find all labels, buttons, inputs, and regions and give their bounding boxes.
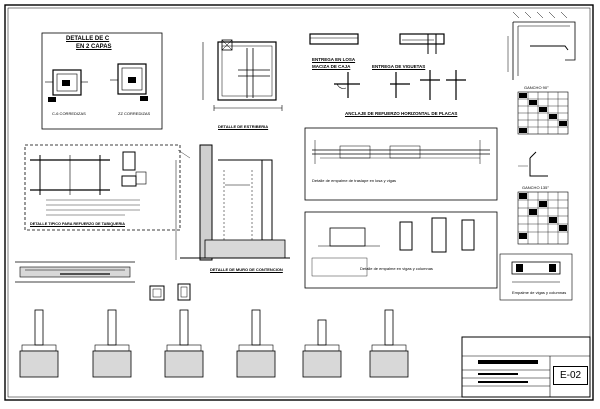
corrida-label: ZZ CORREDIZAS <box>118 111 151 116</box>
empalme-vigas-label: Detalle de empalme en vigas y columnas <box>360 266 433 271</box>
footing-1 <box>19 309 59 378</box>
beam-anchor-detail <box>507 11 576 80</box>
losa-hatched-section <box>15 261 135 283</box>
entrega-details <box>309 33 466 100</box>
empalme-losa-box <box>304 127 498 201</box>
muro-contencion-detail <box>175 144 290 261</box>
muro-contencion-label: DETALLE DE MURO DE CONTENCION <box>210 267 283 272</box>
column-section-small <box>149 283 191 301</box>
sheet-border <box>4 4 594 401</box>
sheet-code: E-02 <box>553 366 588 385</box>
tabiqueria-label: DETALLE TIPICO PARA REFUERZO DE TABIQUER… <box>30 222 125 226</box>
detalle-c-subtitle: EN 2 CAPAS <box>76 44 112 50</box>
zapata-plan-detail <box>202 39 283 111</box>
esquina-label: C-6 CORREDIZAS <box>52 111 86 116</box>
detalle-c-detail <box>41 32 163 130</box>
zapata-label: DETALLE DE ESTRIBERIA <box>218 124 269 129</box>
anclaje-label: ANCLAJE DE REFUERZO HORIZONTAL DE PLACAS <box>345 111 458 116</box>
entrega-losa-label-1: ENTREGA EN LOSA <box>312 57 356 62</box>
empalme-columnas-label: Empalme de vigas y columnas <box>512 290 567 295</box>
entrega-vigueta-label: ENTREGA DE VIGUETAS <box>372 64 426 69</box>
entrega-losa-label-2: MACIZA DE CAJA <box>312 64 351 69</box>
tabiqueria-detail <box>24 144 181 231</box>
empalme-vigas-box <box>304 211 498 289</box>
title-block <box>461 336 591 398</box>
empalme-losa-label: Detalle de empalme de traslape en losa y… <box>312 178 397 183</box>
footing-4 <box>236 309 276 378</box>
gancho-135-table <box>517 191 569 245</box>
footing-5 <box>302 319 342 378</box>
footing-2 <box>92 309 132 378</box>
empalme-columnas-box <box>499 253 573 301</box>
gancho-90-label: GANCHO 90° <box>524 85 549 90</box>
gancho-90-table <box>517 91 569 135</box>
gancho-135-label: GANCHO 135° <box>522 185 549 190</box>
gancho-135-detail <box>518 151 548 177</box>
detalle-c-title: DETALLE DE C <box>66 36 110 42</box>
footing-6 <box>369 309 409 378</box>
footing-3 <box>164 309 204 378</box>
